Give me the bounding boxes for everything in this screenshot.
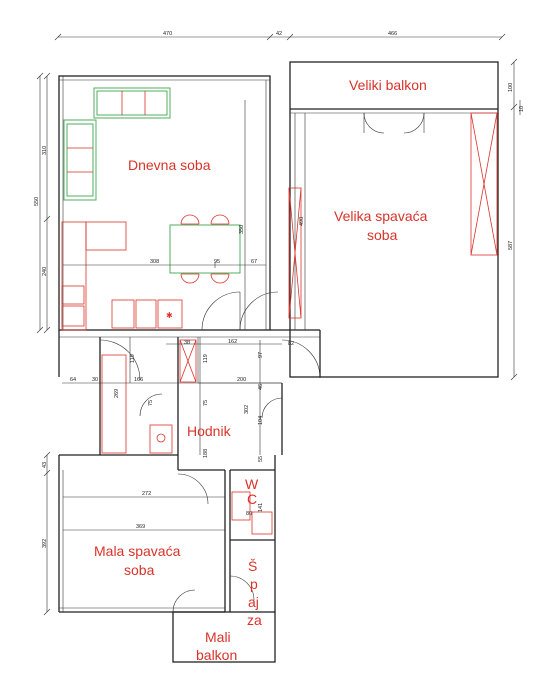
room-label-spajza-4: za — [247, 612, 262, 628]
room-label-spajza-3: aj — [248, 594, 259, 610]
dim-490: 490 — [299, 217, 305, 226]
dim-587: 587 — [508, 241, 514, 250]
dim-43: 43 — [42, 462, 48, 468]
room-label-spajza-2: p — [250, 576, 258, 592]
dim-42: 42 — [276, 31, 282, 37]
dim-392: 392 — [42, 539, 48, 548]
dim-200: 200 — [237, 377, 246, 383]
dim-30: 30 — [92, 377, 98, 383]
dim-104: 104 — [258, 416, 264, 425]
dim-38: 38 — [184, 340, 190, 346]
dim-188: 188 — [203, 449, 209, 458]
room-label-hodnik: Hodnik — [187, 423, 232, 439]
room-label-wc-2: C — [247, 491, 257, 507]
dim-272: 272 — [142, 491, 151, 497]
dim-97: 97 — [258, 352, 264, 358]
dim-75-a: 75 — [148, 400, 154, 406]
dim-46: 46 — [258, 384, 264, 390]
dim-67: 67 — [251, 259, 257, 265]
dim-269: 269 — [114, 389, 120, 398]
room-label-velika-spavaca-2: soba — [367, 227, 398, 243]
room-labels: Veliki balkon Dnevna soba Velika spavaća… — [94, 77, 428, 663]
dim-82: 82 — [288, 341, 294, 347]
dim-100: 100 — [508, 83, 514, 92]
dim-466: 466 — [388, 31, 397, 37]
room-label-spajza-1: Š — [248, 558, 257, 574]
dim-470: 470 — [163, 31, 172, 37]
room-label-velika-spavaca-1: Velika spavaća — [334, 208, 428, 224]
interior-dimension-lines — [62, 100, 306, 531]
dim-240: 240 — [42, 267, 48, 276]
dim-162: 162 — [228, 339, 237, 345]
dim-10: 10 — [519, 106, 525, 112]
dim-55: 55 — [258, 456, 264, 462]
dim-308: 308 — [150, 259, 159, 265]
right-dimension-lines: 100 10 587 — [508, 58, 525, 381]
dim-350: 350 — [239, 225, 245, 234]
dim-119-a: 119 — [130, 354, 136, 363]
dim-369: 369 — [136, 524, 145, 530]
dim-80: 80 — [246, 511, 252, 517]
room-label-mali-balkon-1: Mali — [205, 629, 231, 645]
dim-166: 166 — [134, 377, 143, 383]
top-dimension-line: 470 42 466 — [54, 31, 506, 41]
dim-64: 64 — [70, 377, 76, 383]
room-label-wc-1: W — [245, 476, 259, 492]
dim-550: 550 — [34, 197, 40, 206]
dim-141: 141 — [258, 503, 264, 512]
room-label-mala-spavaca-2: soba — [124, 562, 155, 578]
left-dimension-lines: 550 310 240 43 392 — [34, 72, 51, 616]
svg-text:✱: ✱ — [166, 311, 173, 320]
furniture: ✱ — [61, 87, 498, 535]
dim-95: 95 — [214, 259, 220, 265]
dim-310: 310 — [42, 146, 48, 155]
dim-302: 302 — [244, 405, 250, 414]
room-label-mali-balkon-2: balkon — [196, 647, 237, 663]
room-label-mala-spavaca-1: Mala spavaća — [94, 543, 181, 559]
room-label-veliki-balkon: Veliki balkon — [349, 77, 427, 93]
dim-75-b: 75 — [203, 400, 209, 406]
room-label-dnevna-soba: Dnevna soba — [128, 157, 211, 173]
dim-119-b: 119 — [203, 354, 209, 363]
doors — [99, 112, 425, 613]
interior-dimension-labels: 350 308 95 67 490 38 119 119 162 97 82 6… — [70, 217, 305, 530]
